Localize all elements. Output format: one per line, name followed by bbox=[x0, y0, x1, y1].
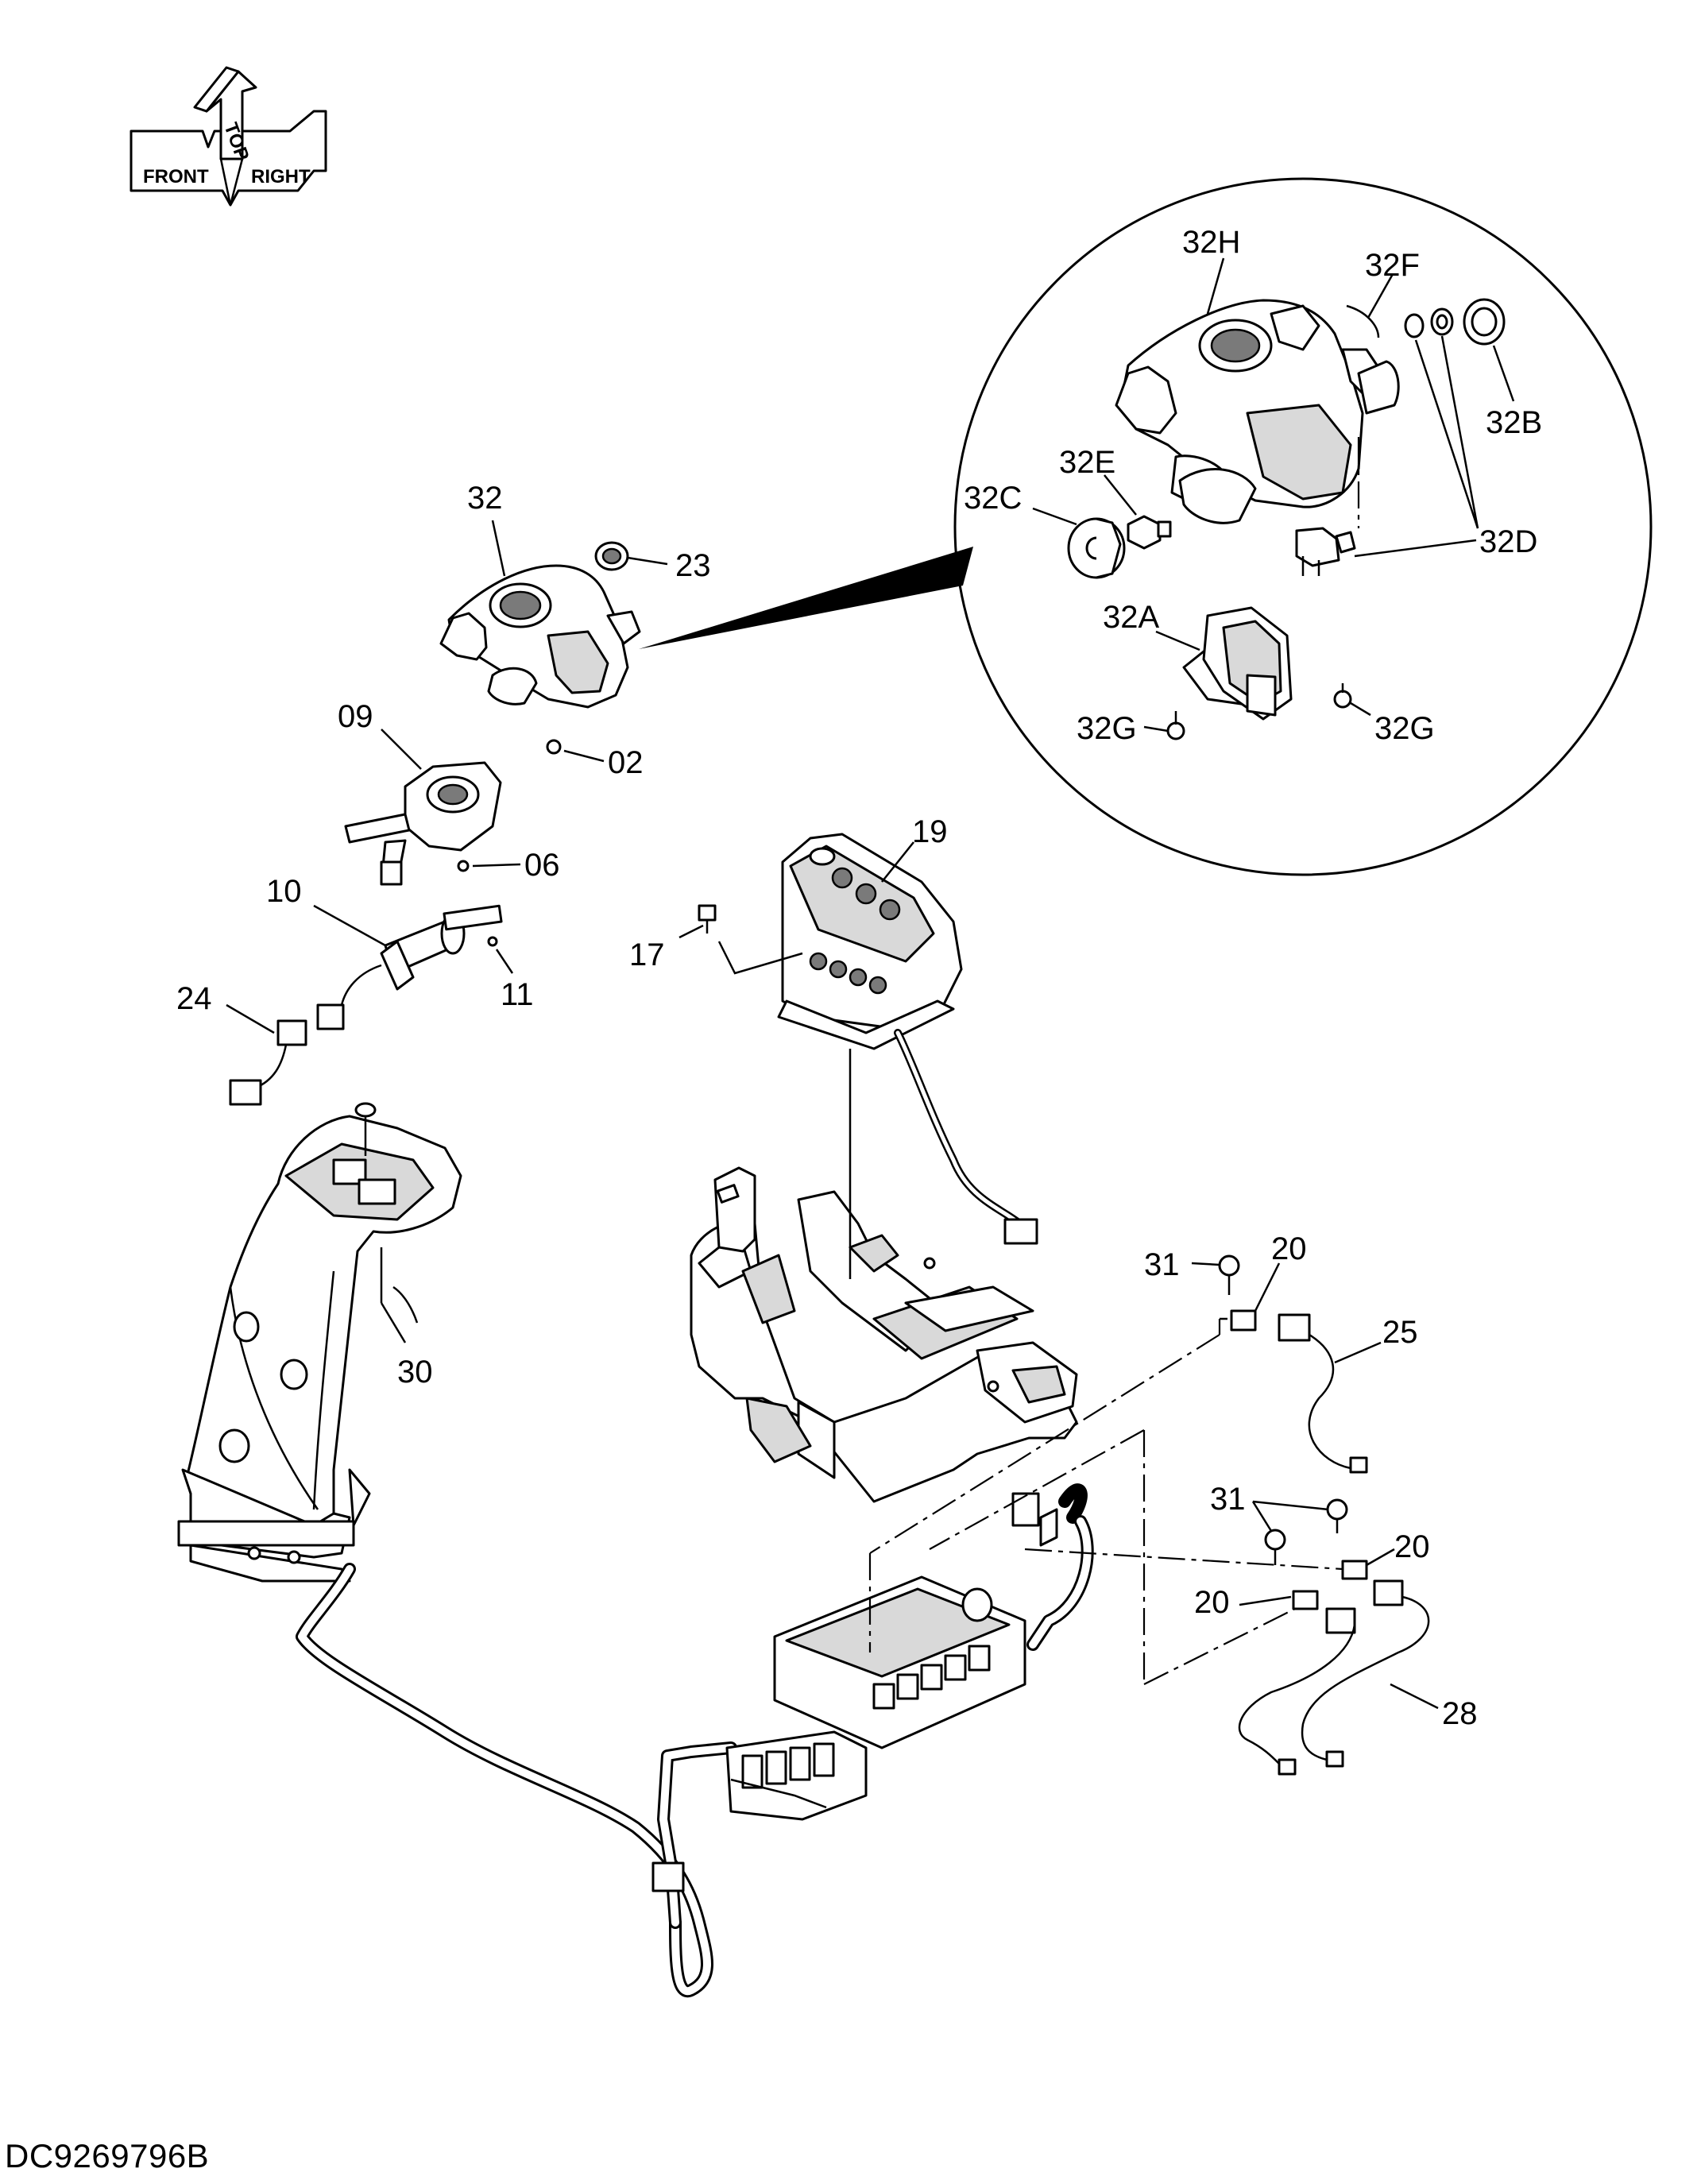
part-24-harness bbox=[229, 1019, 307, 1106]
part-25-harness bbox=[1278, 1313, 1368, 1474]
callout-09: 09 bbox=[338, 699, 373, 734]
leader-10 bbox=[313, 904, 386, 947]
callout-25: 25 bbox=[1382, 1315, 1418, 1350]
callout-32B: 32B bbox=[1486, 405, 1542, 440]
leader-31-lower-a bbox=[1251, 1501, 1273, 1532]
callout-23: 23 bbox=[675, 548, 711, 583]
leader-20-lower-right bbox=[1366, 1548, 1395, 1567]
detail-ring-32B bbox=[1463, 298, 1506, 346]
leader-19 bbox=[881, 841, 914, 883]
part-31-bolts-lower bbox=[1264, 1498, 1348, 1565]
leader-31-upper bbox=[1191, 1262, 1220, 1266]
callout-32E: 32E bbox=[1059, 445, 1115, 480]
callout-10: 10 bbox=[266, 874, 302, 909]
callout-17: 17 bbox=[629, 937, 665, 972]
detail-module-32A bbox=[1182, 606, 1293, 721]
part-19-switch-box bbox=[777, 833, 1038, 1245]
leader-20-upper bbox=[1254, 1262, 1281, 1312]
callout-19: 19 bbox=[912, 814, 948, 849]
callout-24: 24 bbox=[176, 981, 212, 1016]
part-20-relay-upper bbox=[1220, 1309, 1257, 1332]
leader-28 bbox=[1390, 1683, 1439, 1710]
part-02-screw bbox=[546, 739, 562, 755]
leader-32D-c bbox=[1354, 539, 1477, 558]
part-11-screw bbox=[487, 936, 498, 947]
leader-32D-b bbox=[1414, 339, 1479, 529]
leader-32G-right bbox=[1350, 702, 1371, 717]
leader-23 bbox=[627, 556, 668, 566]
part-20-relay-lower-left bbox=[1292, 1590, 1319, 1610]
leader-32 bbox=[491, 520, 506, 577]
leader-32H bbox=[1206, 257, 1225, 315]
orientation-front: FRONT bbox=[143, 166, 209, 187]
callout-32D: 32D bbox=[1479, 524, 1537, 559]
callout-32G-left: 32G bbox=[1077, 711, 1137, 746]
part-28-harness bbox=[1238, 1579, 1430, 1776]
part-20-relay-lower-right bbox=[1341, 1560, 1368, 1580]
callout-32C: 32C bbox=[964, 481, 1022, 516]
part-23-grommet bbox=[594, 541, 629, 571]
leader-11 bbox=[495, 949, 514, 974]
leader-17 bbox=[678, 924, 803, 975]
leader-06 bbox=[472, 863, 521, 868]
leader-32A bbox=[1155, 630, 1200, 651]
callout-30: 30 bbox=[397, 1355, 433, 1390]
left-console bbox=[177, 1102, 462, 1583]
orientation-indicator: FRONT TOP RIGHT bbox=[130, 66, 327, 207]
detail-grommet-32C bbox=[1067, 517, 1126, 579]
leader-09 bbox=[381, 729, 422, 770]
callout-11: 11 bbox=[501, 977, 534, 1012]
detail-bulb-32E bbox=[1127, 468, 1257, 550]
leader-32F bbox=[1367, 273, 1394, 319]
callout-32G-right: 32G bbox=[1374, 711, 1435, 746]
callout-32A: 32A bbox=[1103, 600, 1159, 635]
leader-30 bbox=[380, 1302, 407, 1343]
main-cable bbox=[296, 1563, 737, 1997]
part-32-cover bbox=[439, 564, 641, 709]
part-09-switch bbox=[344, 761, 502, 886]
callout-28: 28 bbox=[1442, 1696, 1478, 1731]
right-console bbox=[690, 1166, 1078, 1503]
detail-clip-32F bbox=[1346, 304, 1380, 338]
leader-31-lower-b bbox=[1252, 1500, 1329, 1511]
linkage-lines bbox=[868, 1319, 1343, 1685]
callout-06: 06 bbox=[524, 848, 560, 883]
callout-31-upper: 31 bbox=[1144, 1247, 1180, 1282]
leader-32C bbox=[1032, 507, 1077, 526]
callout-20-lower-left: 20 bbox=[1194, 1585, 1230, 1620]
leader-32B bbox=[1492, 345, 1515, 402]
control-unit bbox=[725, 1483, 1094, 1821]
document-code: DC9269796B bbox=[5, 2137, 210, 2174]
callout-02: 02 bbox=[608, 745, 644, 780]
leader-20-lower-left bbox=[1239, 1595, 1292, 1606]
callout-32H: 32H bbox=[1182, 225, 1240, 260]
part-17-screw bbox=[698, 904, 717, 934]
leader-02 bbox=[563, 749, 605, 763]
callout-31-lower: 31 bbox=[1210, 1482, 1246, 1517]
part-10-lever bbox=[316, 904, 503, 1030]
detail-view-circle bbox=[639, 177, 1653, 876]
leader-32D-a bbox=[1440, 335, 1479, 529]
leader-32G-left bbox=[1143, 725, 1169, 733]
detail-switch-32D bbox=[1295, 307, 1454, 576]
part-31-bolt-upper bbox=[1218, 1254, 1240, 1295]
part-06-screw bbox=[457, 860, 470, 872]
callout-20-upper: 20 bbox=[1271, 1231, 1307, 1266]
part-30-clip bbox=[392, 1285, 419, 1324]
callout-32: 32 bbox=[467, 481, 503, 516]
leader-25 bbox=[1334, 1341, 1382, 1364]
leader-32E bbox=[1104, 474, 1137, 516]
callout-32F: 32F bbox=[1365, 248, 1420, 283]
callout-20-lower-right: 20 bbox=[1394, 1529, 1430, 1564]
orientation-right: RIGHT bbox=[251, 166, 311, 187]
leader-24 bbox=[226, 1003, 275, 1034]
